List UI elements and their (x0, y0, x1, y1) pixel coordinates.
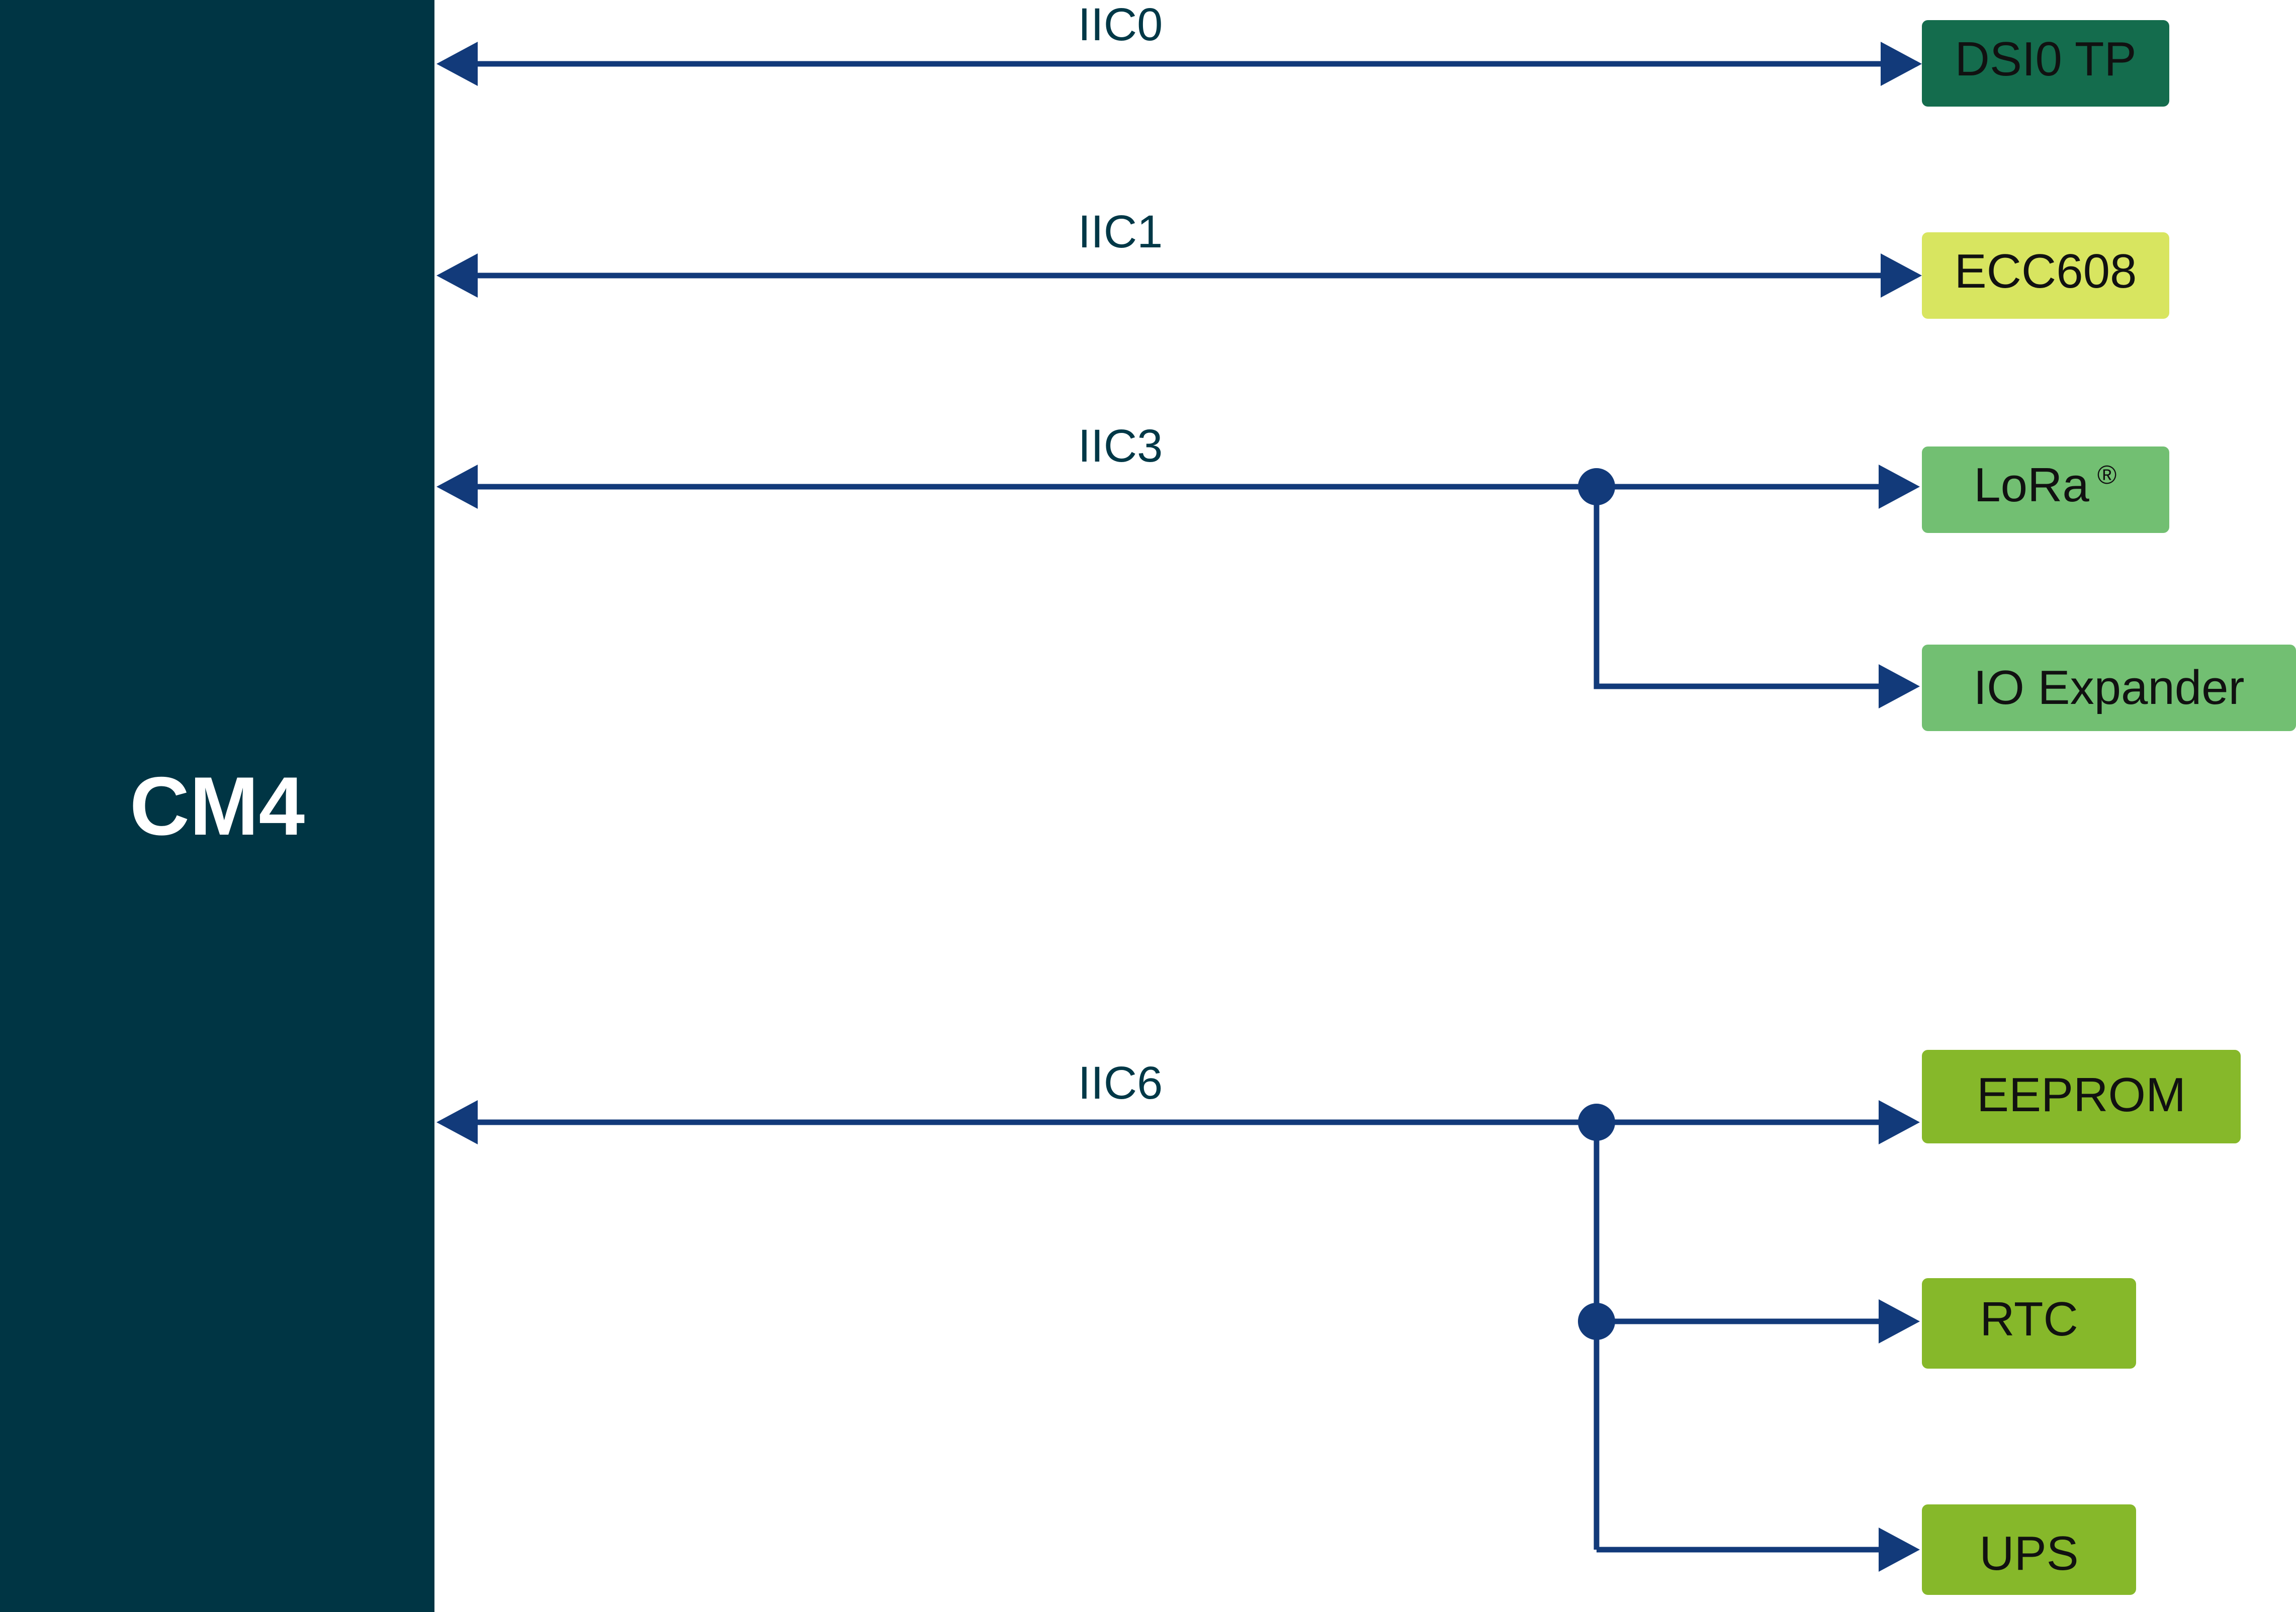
eeprom-label: EEPROM (1977, 1068, 2186, 1122)
iic1-label: IIC1 (1078, 206, 1163, 257)
rtc-arrowhead (1879, 1299, 1920, 1344)
eeprom-arrowhead (1879, 1100, 1920, 1144)
iic0-left-arrowhead (436, 42, 478, 86)
cm4-label: CM4 (130, 760, 305, 852)
iic1-left-arrowhead (436, 253, 478, 298)
iic6-left-arrowhead (436, 1100, 478, 1144)
ups-label: UPS (1979, 1527, 2078, 1580)
cm4-block (0, 0, 434, 1612)
lora-arrowhead (1879, 465, 1920, 509)
io-expander-arrowhead (1879, 664, 1920, 708)
ups-box: UPS (1922, 1504, 2136, 1595)
dsi0-tp-label: DSI0 TP (1955, 32, 2136, 86)
eeprom-box: EEPROM (1922, 1050, 2241, 1143)
iic6-junction-dot (1578, 1104, 1615, 1141)
iic3-label: IIC3 (1078, 420, 1163, 472)
iic6-label: IIC6 (1078, 1057, 1163, 1109)
ecc608-box: ECC608 (1922, 232, 2169, 319)
dsi0-tp-box: DSI0 TP (1922, 20, 2169, 107)
io-expander-box: IO Expander (1922, 645, 2296, 731)
rtc-label: RTC (1980, 1292, 2078, 1346)
iic0-label: IIC0 (1078, 0, 1163, 50)
iic3-branch-line (1594, 487, 1882, 689)
iic6-rtc-junction-dot (1578, 1303, 1615, 1340)
lora-registered-mark: ® (2097, 461, 2116, 490)
ups-arrowhead (1879, 1528, 1920, 1572)
iic3-junction-dot (1578, 468, 1615, 505)
ecc608-arrowhead (1881, 253, 1922, 298)
lora-box: LoRa ® (1922, 446, 2169, 533)
io-expander-label: IO Expander (1974, 661, 2245, 714)
iic3-left-arrowhead (436, 465, 478, 509)
ecc608-label: ECC608 (1955, 244, 2137, 298)
lora-label: LoRa (1974, 458, 2089, 512)
dsi0-arrowhead (1881, 42, 1922, 86)
rtc-box: RTC (1922, 1278, 2136, 1369)
